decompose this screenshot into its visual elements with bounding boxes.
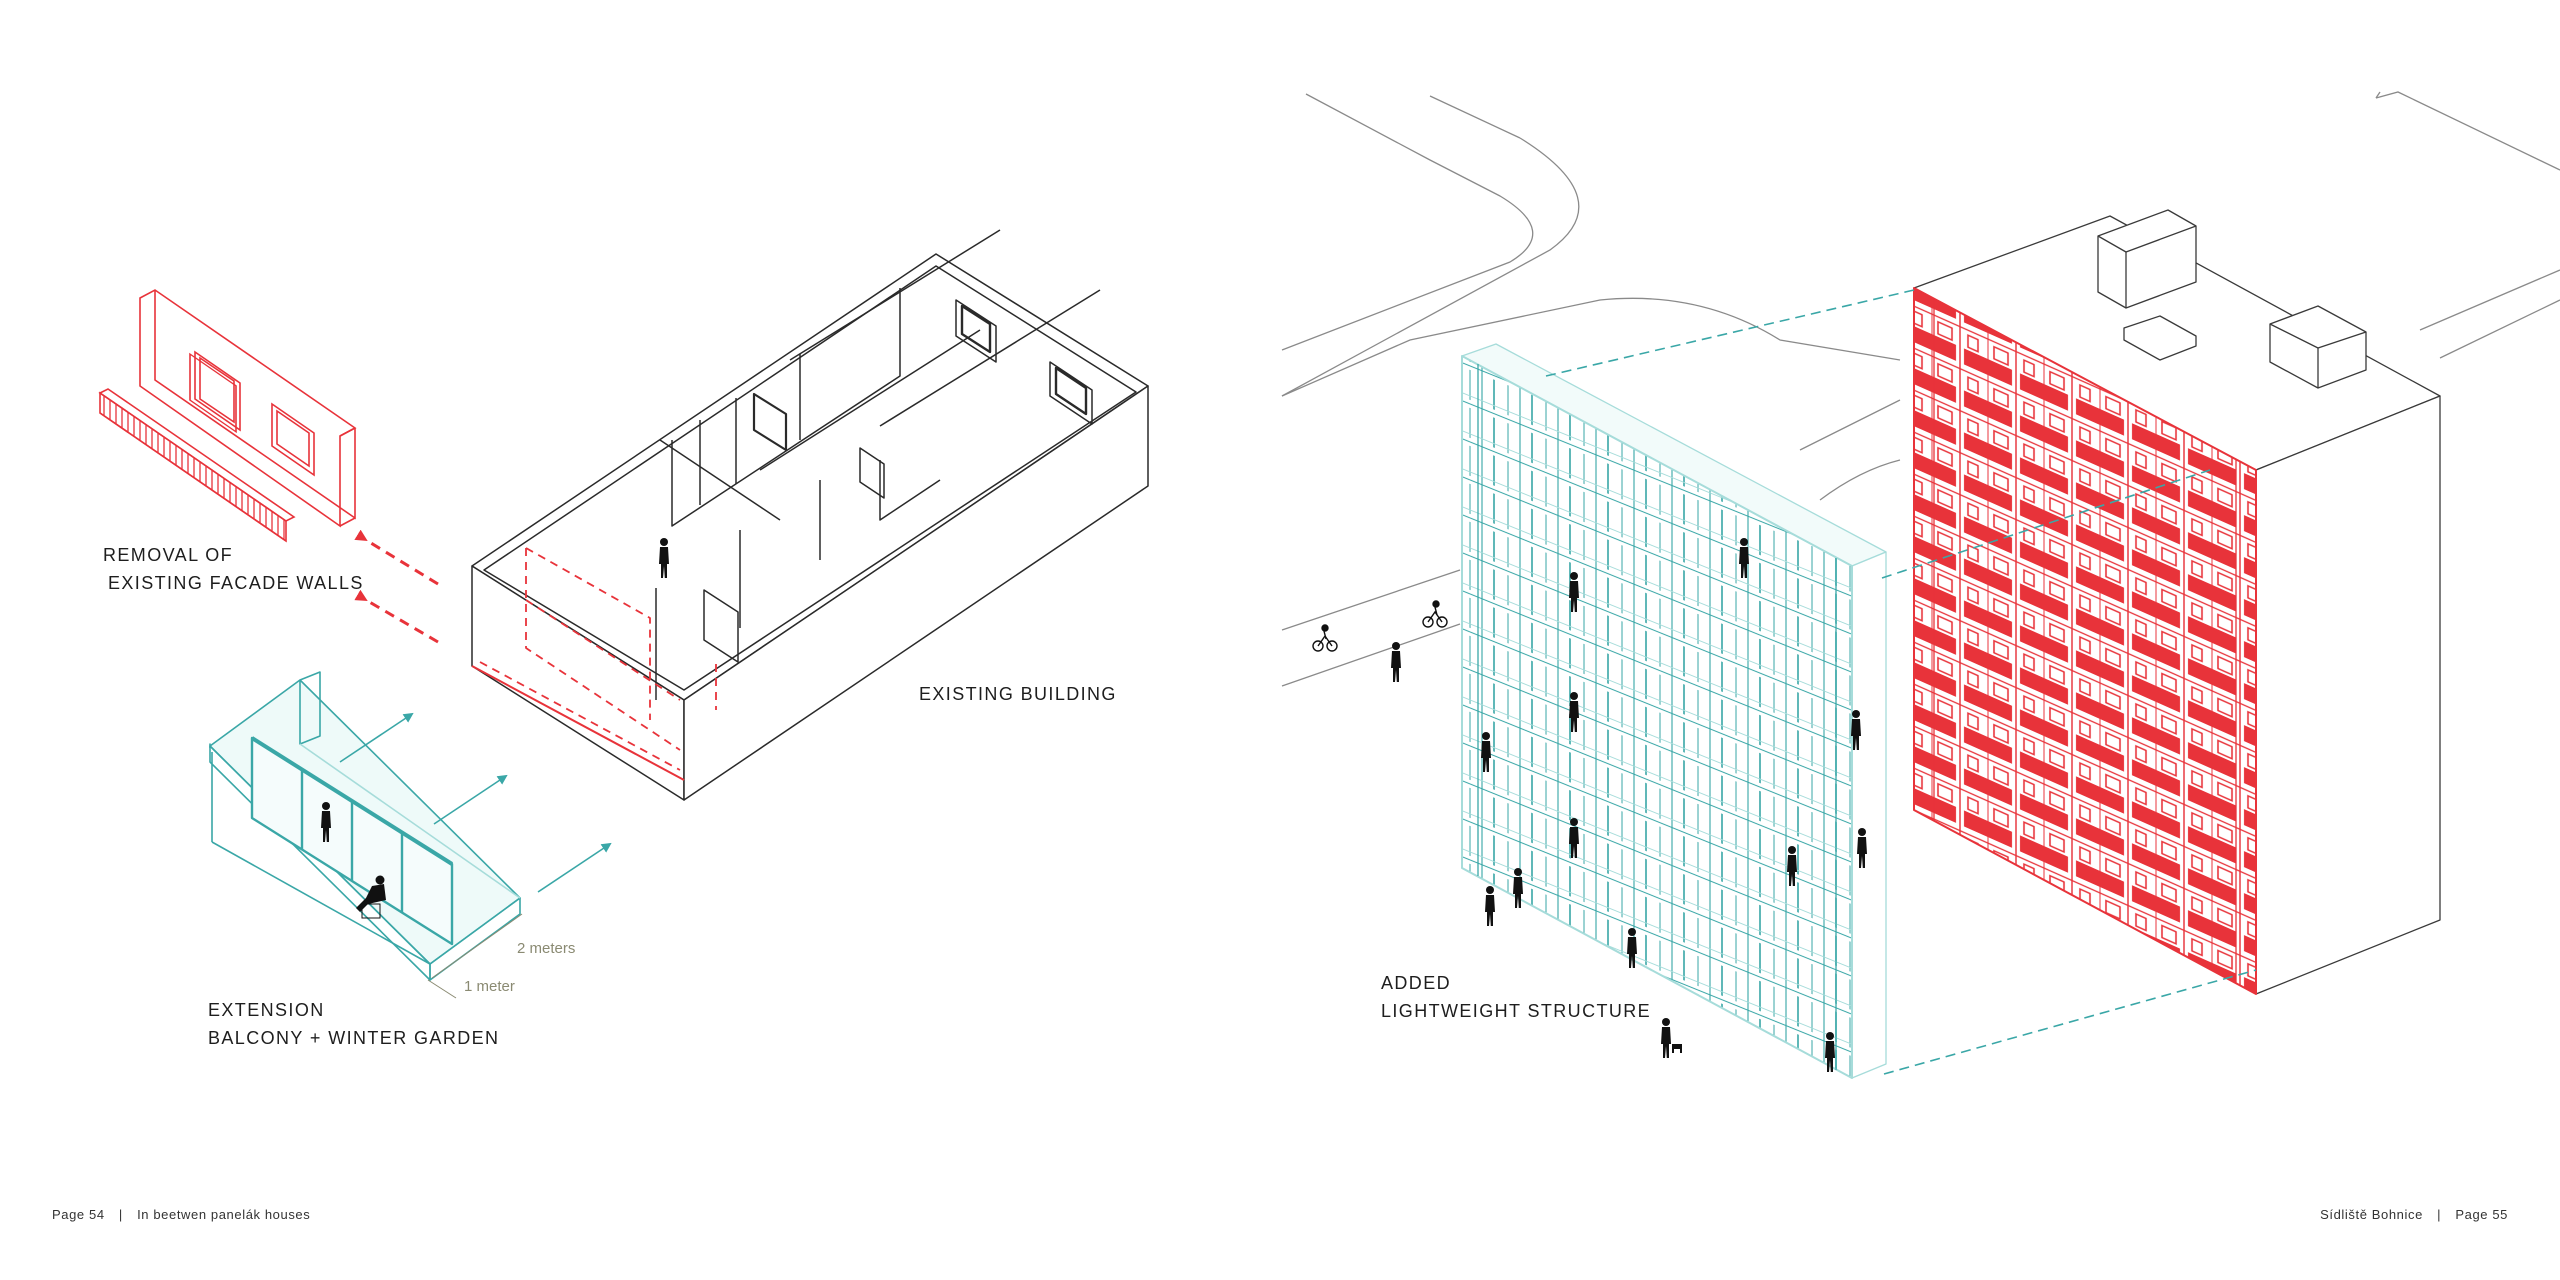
projection-lines xyxy=(1545,289,2257,1075)
removal-label: REMOVAL OF EXISTING FACADE WALLS xyxy=(103,541,364,597)
removed-facade-wall xyxy=(98,289,357,543)
balcony-extension xyxy=(209,671,521,981)
left-footer-divider: | xyxy=(118,1207,123,1222)
extension-label: EXTENSION BALCONY + WINTER GARDEN xyxy=(208,996,499,1052)
dimension-depth-label: 2 meters xyxy=(517,940,576,957)
dimension-width-label: 1 meter xyxy=(464,978,515,995)
dog-walker-icon xyxy=(1672,1044,1682,1053)
extension-arrows xyxy=(339,712,612,893)
person-silhouette-icon xyxy=(1485,886,1495,926)
right-footer-title: Sídliště Bohnice xyxy=(2320,1207,2423,1222)
left-footer-page-number: 54 xyxy=(88,1207,105,1222)
right-footer-divider: | xyxy=(2437,1207,2442,1222)
removal-label-line2: EXISTING FACADE WALLS xyxy=(108,573,364,593)
right-footer-page-word: Page xyxy=(2455,1207,2489,1222)
right-footer-page-number: 55 xyxy=(2492,1207,2508,1222)
added-structure-label-line2: LIGHTWEIGHT STRUCTURE xyxy=(1381,1001,1652,1021)
cyclist-icon xyxy=(1312,624,1338,652)
left-footer-title: In beetwen panelák houses xyxy=(137,1207,311,1222)
extension-label-line2: BALCONY + WINTER GARDEN xyxy=(208,1028,500,1048)
left-footer-page-word: Page xyxy=(52,1207,85,1222)
right-page-footer: Sídliště Bohnice | Page 55 xyxy=(2320,1207,2508,1222)
removal-label-line1: REMOVAL OF xyxy=(103,545,234,565)
seated-person-icon xyxy=(356,875,386,919)
person-silhouette-icon xyxy=(1661,1018,1671,1058)
street-context xyxy=(1281,91,2560,687)
cyclist-icon xyxy=(1422,600,1448,628)
existing-building-apartment xyxy=(471,229,1149,801)
extension-label-line1: EXTENSION xyxy=(208,1000,325,1020)
left-page-footer: Page 54 | In beetwen panelák houses xyxy=(52,1207,310,1222)
added-structure-label: ADDED LIGHTWEIGHT STRUCTURE xyxy=(1381,969,1651,1025)
existing-panel-building xyxy=(1913,209,2441,995)
added-lightweight-structure xyxy=(1461,343,1887,1079)
removal-arrows xyxy=(354,529,439,644)
existing-building-label: EXISTING BUILDING xyxy=(919,684,1117,704)
dimension-lines xyxy=(427,913,523,999)
added-structure-label-line1: ADDED xyxy=(1381,973,1452,993)
